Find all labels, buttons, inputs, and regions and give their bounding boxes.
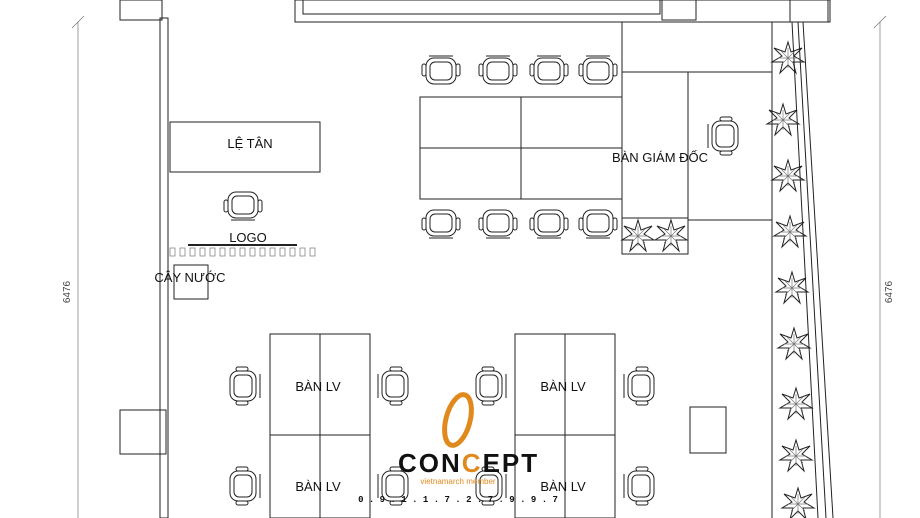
logo-label: LOGO	[229, 230, 267, 245]
desk-2-label: BÀN LV	[295, 479, 341, 494]
brand-accent: C	[462, 448, 483, 478]
right-wall	[771, 21, 834, 518]
brand-suffix: EPT	[483, 448, 540, 478]
meeting-chairs-bottom	[421, 209, 618, 239]
director-desk-label: BÀN GIÁM ĐỐC	[612, 150, 708, 165]
brand-phone: 0 . 9 . 1 . 1 . 7 . 2 . 7 . 9 . 9 . 7	[358, 495, 558, 505]
water-dispenser: CÂY NƯỚC	[154, 264, 226, 300]
concept-ring-icon	[442, 392, 474, 448]
desk-3-label: BÀN LV	[540, 379, 586, 394]
column	[689, 406, 727, 454]
work-desk-right: BÀN LV BÀN LV	[514, 333, 616, 518]
director-area: BÀN GIÁM ĐỐC	[612, 22, 773, 255]
left-wall	[119, 17, 169, 518]
desk-4-label: BÀN LV	[540, 479, 586, 494]
reception-desk: LỆ TÂN	[169, 121, 321, 173]
desk-1-label: BÀN LV	[295, 379, 341, 394]
brand-prefix: CON	[398, 448, 462, 478]
brand-subtitle: vietnamarch member	[420, 477, 495, 486]
dimension-right-label: 6476	[884, 280, 895, 303]
director-chair	[707, 116, 739, 156]
reception-chair	[223, 191, 263, 221]
dimension-left-label: 6476	[62, 280, 73, 303]
svg-text:CONCEPT: CONCEPT	[398, 448, 539, 478]
reception-label: LỆ TÂN	[227, 136, 272, 151]
dimension-right: 6476	[873, 15, 895, 518]
meeting-table	[419, 96, 623, 200]
director-plants	[621, 219, 688, 252]
logo-wall-slats	[169, 247, 316, 257]
top-wall	[119, 0, 831, 23]
window-plants	[766, 41, 815, 518]
work-desk-left: BÀN LV BÀN LV	[269, 333, 371, 518]
dimension-left: 6476	[62, 15, 85, 518]
water-label: CÂY NƯỚC	[154, 270, 225, 285]
meeting-chairs-top	[421, 55, 618, 85]
concept-watermark: CONCEPT vietnamarch member 0 . 9 . 1 . 1…	[358, 392, 558, 505]
logo-wall: LOGO	[169, 230, 316, 257]
